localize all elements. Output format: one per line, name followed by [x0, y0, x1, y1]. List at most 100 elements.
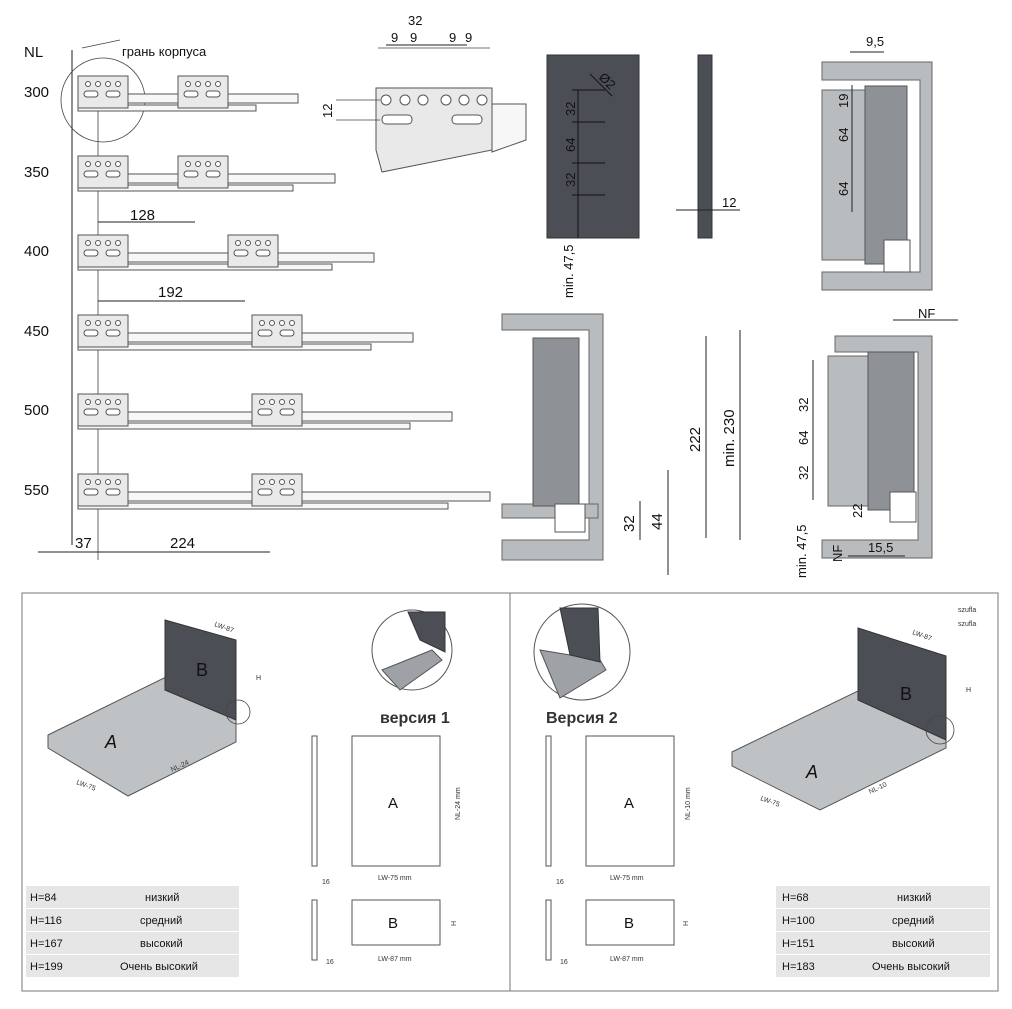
- v1-detail-circle: [225, 699, 251, 725]
- front-dim-32a: 32: [563, 102, 578, 116]
- v2-detail-circle: [925, 715, 955, 745]
- bracket-slot: [257, 329, 273, 337]
- cabinet-section: [821, 61, 933, 291]
- bracket-dim-9d: 9: [465, 30, 472, 45]
- nl-550: 550: [24, 482, 49, 499]
- bracket-hole: [85, 81, 91, 87]
- dim-128: 128: [130, 207, 155, 224]
- bracket-hole: [195, 81, 201, 87]
- bracket-hole: [115, 240, 121, 246]
- section-runner: [554, 503, 586, 533]
- bracket-slot: [83, 488, 99, 496]
- bracket-hole: [245, 240, 251, 246]
- front-board: [864, 85, 908, 265]
- nf-dim-155: 15,5: [868, 540, 893, 555]
- bracket-slot: [83, 170, 99, 178]
- v2-profile-b: [545, 899, 552, 961]
- section-front: [532, 337, 580, 507]
- bracket-hole: [269, 320, 275, 326]
- nf-runner: [889, 491, 917, 523]
- side-profile-panel: [697, 54, 713, 239]
- bracket-hole: [85, 479, 91, 485]
- bracket-hole: [279, 479, 285, 485]
- bracket-hole: [95, 161, 101, 167]
- v2-panel-a-width: LW-75 mm: [610, 875, 644, 882]
- v2-iso-lw: LW-75: [759, 795, 780, 808]
- bracket-slot: [205, 90, 221, 98]
- side-profile: 12: [676, 54, 740, 239]
- front-panel-drilling: 32 64 32 Ø2 min. 47,5: [546, 54, 640, 298]
- v2-panel-a-height: NL-10 mm: [685, 787, 692, 820]
- v1-row-h: H=199: [30, 961, 63, 973]
- bracket-rail: [491, 103, 527, 153]
- v1-panel-a-letter: A: [388, 795, 398, 812]
- bracket-hole: [205, 81, 211, 87]
- bracket-hole: [279, 399, 285, 405]
- nl-500: 500: [24, 402, 49, 419]
- bracket-hole: [289, 320, 295, 326]
- v2-row-bg: [776, 886, 990, 908]
- bracket-hole: [85, 320, 91, 326]
- version2-frame: [509, 592, 999, 992]
- front-panel: [546, 54, 640, 239]
- bracket-dim-9a: 9: [391, 30, 398, 45]
- bracket-hole: [95, 81, 101, 87]
- v1-iso-b: B: [196, 660, 208, 680]
- bracket-slot: [279, 488, 295, 496]
- v1-row-h: H=84: [30, 892, 57, 904]
- v2-panel-a-letter: A: [624, 795, 634, 812]
- bracket-hole: [185, 81, 191, 87]
- bracket-hole: [85, 240, 91, 246]
- bracket-slot: [451, 114, 483, 125]
- v1-back-panel: [164, 619, 237, 721]
- section-dim-32: 32: [621, 515, 638, 532]
- bracket-body: [375, 87, 493, 173]
- bracket-hole: [195, 161, 201, 167]
- bracket-hole: [85, 161, 91, 167]
- v1-row-name: низкий: [145, 892, 179, 904]
- v2-panel-b-letter: B: [624, 915, 634, 932]
- v1-thickness-b: 16: [326, 959, 334, 966]
- v2-row-h: H=100: [782, 915, 815, 927]
- bracket-hole: [265, 240, 271, 246]
- v1-thickness-a: 16: [322, 879, 330, 886]
- bracket-slot: [83, 90, 99, 98]
- bracket-hole: [105, 320, 111, 326]
- bracket-hole: [115, 479, 121, 485]
- v2-row-h: H=151: [782, 938, 815, 950]
- v2-row-bg: [776, 932, 990, 954]
- bracket-hole: [105, 81, 111, 87]
- front-dim-64: 64: [563, 138, 578, 152]
- v1-panel-a: [351, 735, 441, 867]
- bracket-hole: [476, 94, 488, 106]
- bracket-slot: [381, 114, 413, 125]
- v1-iso-lw87: LW-87: [213, 621, 234, 634]
- v2-row-name: низкий: [897, 892, 931, 904]
- v2-table: H=68 низкий H=100 средний H=151 высокий …: [776, 886, 990, 977]
- bracket-slot: [183, 170, 199, 178]
- v2-back-panel: [857, 627, 947, 741]
- v2-iso-h: H: [966, 687, 971, 694]
- bracket-dim-12: 12: [320, 104, 335, 118]
- runner-length-diagram: NL грань корпуса 300 350 400 450 500 550…: [24, 39, 491, 560]
- bracket-hole: [215, 161, 221, 167]
- dim-224: 224: [170, 535, 195, 552]
- bracket-hole: [289, 399, 295, 405]
- bracket-hole: [115, 81, 121, 87]
- v2-row-name: Очень высокий: [872, 961, 950, 973]
- bracket-hole: [235, 240, 241, 246]
- v1-iso-lw: LW-75: [75, 779, 96, 792]
- front-dim-32b: 32: [563, 173, 578, 187]
- cabinet-edge-label: грань корпуса: [122, 44, 207, 59]
- nl-header: NL: [24, 44, 43, 61]
- v2-profile-a: [545, 735, 552, 867]
- v2-row-name: высокий: [892, 938, 935, 950]
- v1-title: версия 1: [380, 710, 450, 727]
- bracket-slot: [257, 488, 273, 496]
- nl-300: 300: [24, 84, 49, 101]
- v2-row-name: средний: [892, 915, 934, 927]
- bracket-hole: [269, 399, 275, 405]
- v1-zoom-base: [381, 649, 443, 691]
- v2-row-bg: [776, 909, 990, 931]
